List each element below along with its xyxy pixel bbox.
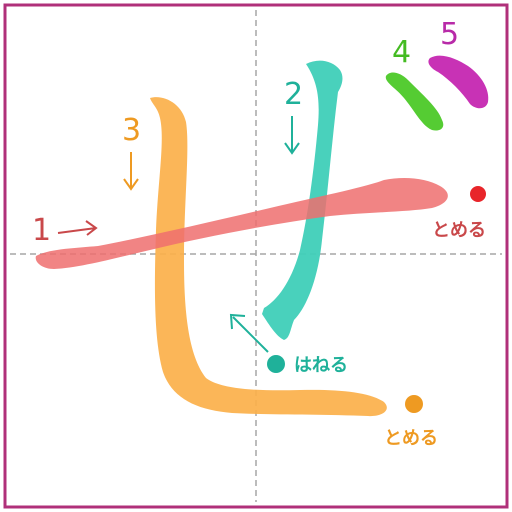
stroke-2-end-dot	[267, 355, 285, 373]
stroke-2-order-number: 2	[284, 77, 303, 112]
stroke-3-shape	[150, 97, 387, 417]
up-left-arrow-icon	[229, 313, 269, 353]
stroke-3-end-dot	[405, 395, 423, 413]
stroke-1-ending-note: とめる	[432, 220, 486, 241]
right-arrow-icon	[57, 220, 98, 236]
stroke-3-ending-note: とめる	[384, 428, 438, 449]
stroke-3-order-number: 3	[122, 113, 141, 148]
stroke-4-order-number: 4	[392, 35, 411, 70]
stroke-2-ending-note: はねる	[294, 355, 348, 376]
stroke-5-shape	[428, 55, 489, 109]
stroke-1-shape	[35, 178, 448, 269]
stroke-1-order-number: 1	[32, 213, 51, 248]
down-arrow-icon	[284, 116, 300, 155]
down-arrow-icon	[123, 152, 139, 191]
stroke-4-shape	[385, 72, 444, 131]
stroke-5-order-number: 5	[440, 17, 459, 52]
stroke-1-end-dot	[470, 186, 486, 202]
stroke-2-shape	[262, 60, 343, 340]
